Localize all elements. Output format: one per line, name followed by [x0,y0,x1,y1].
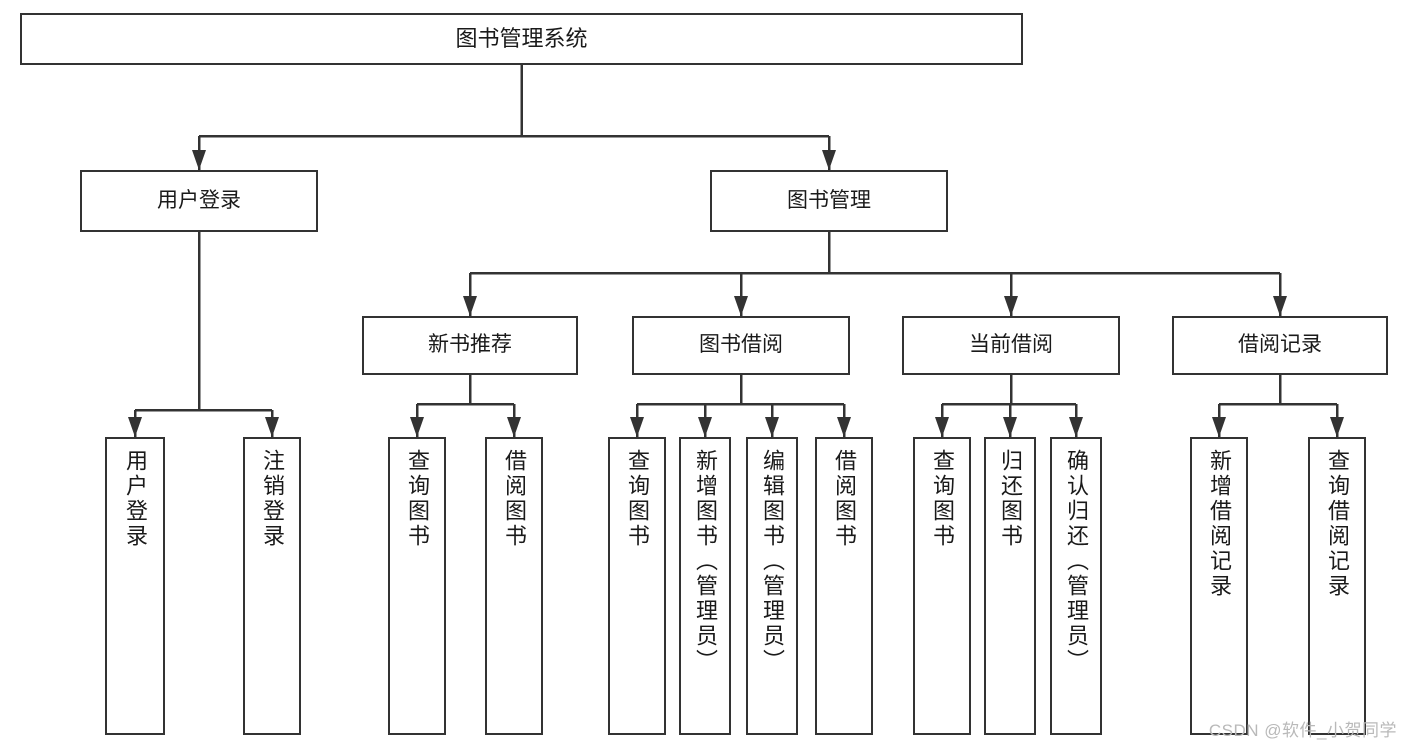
arrowhead-records [1273,296,1287,316]
node-newbook[interactable]: 新书推荐 [362,316,578,375]
arrowhead-leaf-nb-query [410,417,424,437]
node-label: 新书推荐 [428,333,512,357]
node-leaf-cu-confirm[interactable]: 确认归还（管理员） [1050,437,1102,735]
node-label: 用户登录 [157,188,241,212]
node-label: 编辑图书（管理员） [760,449,785,674]
arrowhead-leaf-bo-borrow [837,417,851,437]
node-label: 图书管理 [787,188,871,212]
node-records[interactable]: 借阅记录 [1172,316,1388,375]
arrowhead-leaf-bo-add [698,417,712,437]
node-leaf-rc-add[interactable]: 新增借阅记录 [1190,437,1248,735]
node-leaf-bo-borrow[interactable]: 借阅图书 [815,437,873,735]
arrowhead-leaf-user-logout [265,417,279,437]
watermark-text: CSDN @软件_小贺同学 [1208,721,1397,740]
node-leaf-user-logout[interactable]: 注销登录 [243,437,301,735]
arrowhead-leaf-bo-query [630,417,644,437]
node-label: 注销登录 [260,449,285,549]
node-leaf-bo-add[interactable]: 新增图书（管理员） [679,437,731,735]
node-label: 查询借阅记录 [1325,449,1350,599]
arrowhead-leaf-user-login [128,417,142,437]
arrowhead-current [1004,296,1018,316]
node-label: 用户登录 [123,449,148,549]
node-label: 新增图书（管理员） [693,449,718,674]
node-label: 图书管理系统 [455,26,588,52]
node-label: 确认归还（管理员） [1064,449,1089,674]
node-current[interactable]: 当前借阅 [902,316,1120,375]
node-leaf-cu-return[interactable]: 归还图书 [984,437,1036,735]
arrowhead-leaf-cu-return [1003,417,1017,437]
node-root[interactable]: 图书管理系统 [20,13,1023,65]
arrowhead-leaf-cu-confirm [1069,417,1083,437]
arrowhead-borrow [734,296,748,316]
node-label: 借阅图书 [832,449,857,549]
node-label: 查询图书 [405,449,430,549]
node-leaf-rc-query[interactable]: 查询借阅记录 [1308,437,1366,735]
arrowhead-leaf-rc-query [1330,417,1344,437]
node-borrow[interactable]: 图书借阅 [632,316,850,375]
node-label: 借阅图书 [502,449,527,549]
arrowhead-leaf-rc-add [1212,417,1226,437]
node-leaf-nb-borrow[interactable]: 借阅图书 [485,437,543,735]
node-login[interactable]: 用户登录 [80,170,318,232]
node-leaf-bo-edit[interactable]: 编辑图书（管理员） [746,437,798,735]
node-label: 归还图书 [998,449,1023,549]
arrowhead-newbook [463,296,477,316]
node-label: 查询图书 [625,449,650,549]
node-label: 图书借阅 [699,333,783,357]
node-leaf-cu-query[interactable]: 查询图书 [913,437,971,735]
node-leaf-nb-query[interactable]: 查询图书 [388,437,446,735]
node-label: 借阅记录 [1238,333,1322,357]
node-leaf-user-login[interactable]: 用户登录 [105,437,165,735]
arrowhead-login [192,150,206,170]
node-label: 当前借阅 [969,333,1053,357]
arrowhead-leaf-cu-query [935,417,949,437]
arrowhead-leaf-nb-borrow [507,417,521,437]
node-label: 新增借阅记录 [1207,449,1232,599]
node-bookmgr[interactable]: 图书管理 [710,170,948,232]
node-leaf-bo-query[interactable]: 查询图书 [608,437,666,735]
arrowhead-bookmgr [822,150,836,170]
node-label: 查询图书 [930,449,955,549]
arrowhead-leaf-bo-edit [765,417,779,437]
